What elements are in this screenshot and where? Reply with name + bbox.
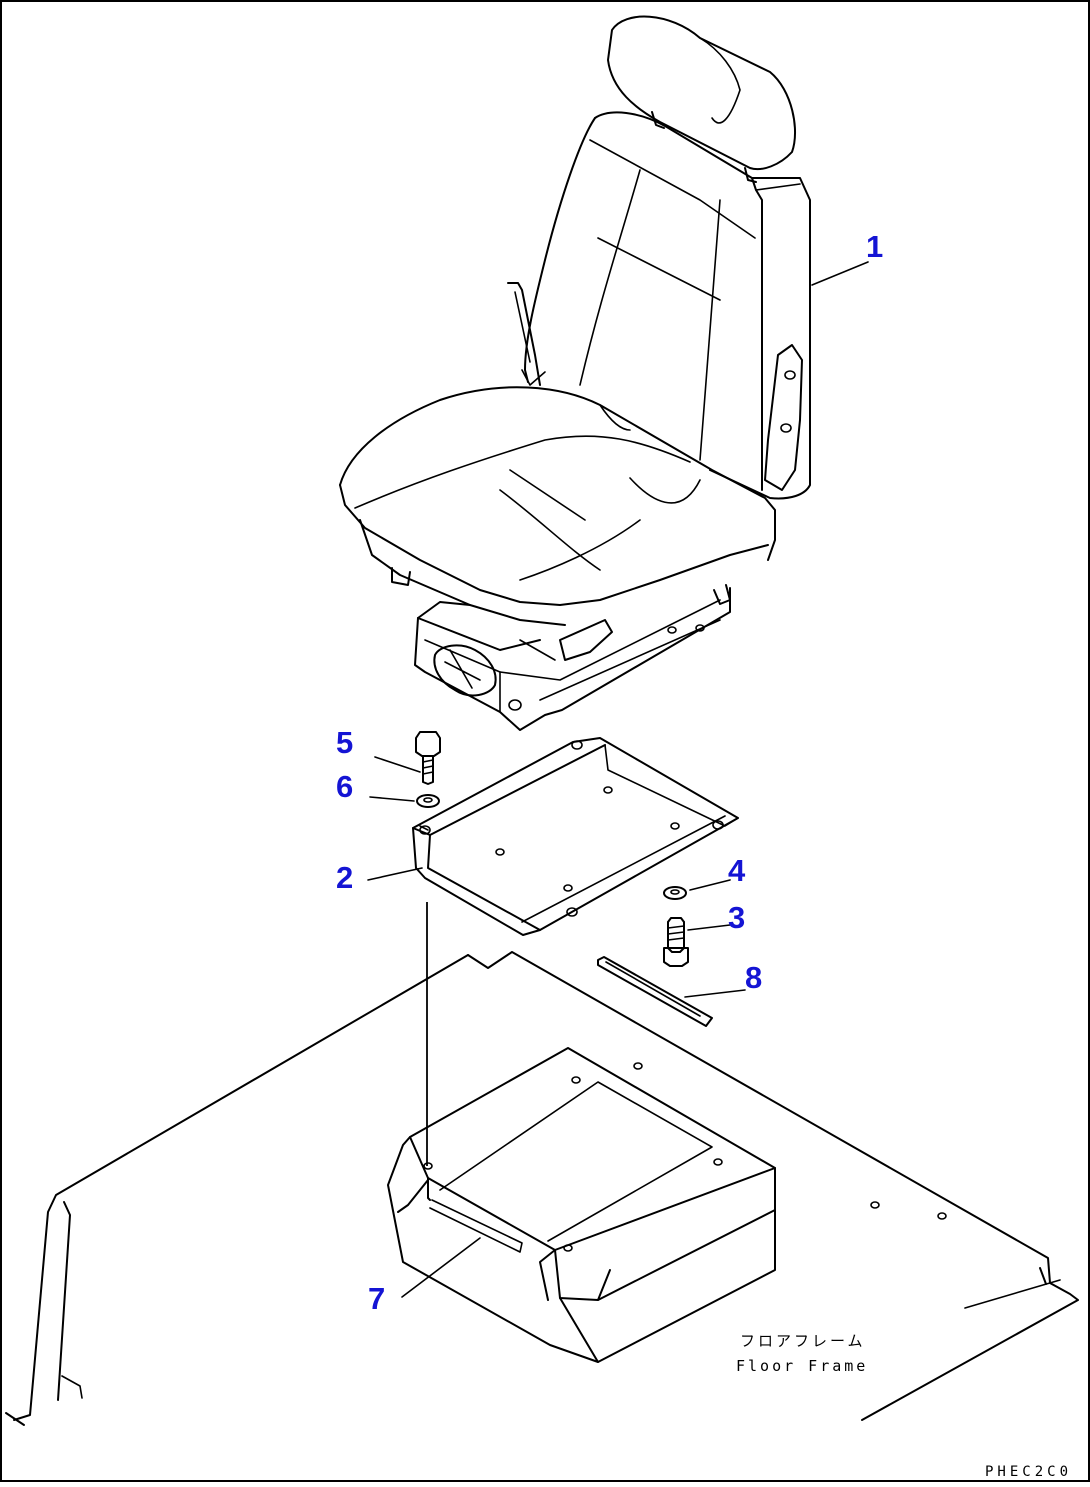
seat-bracket <box>412 737 739 936</box>
callout-4: 4 <box>728 853 746 888</box>
bolt-3 <box>663 917 689 967</box>
leader-5 <box>374 756 421 773</box>
washer-6 <box>416 794 440 808</box>
callout-2: 2 <box>336 860 353 895</box>
callout-5: 5 <box>336 725 353 760</box>
leader-lines <box>367 261 869 1298</box>
floor-frame-caption-en: Floor Frame <box>736 1357 868 1375</box>
callout-7: 7 <box>368 1281 385 1316</box>
callout-8: 8 <box>745 960 762 995</box>
leader-2 <box>367 867 423 881</box>
leader-7 <box>401 1237 481 1298</box>
leader-6 <box>369 796 415 802</box>
bolt-5 <box>415 731 441 785</box>
seat-rail <box>597 956 713 1027</box>
floor-frame <box>5 951 1079 1426</box>
seat-stand <box>387 1047 776 1363</box>
leader-4 <box>689 879 731 891</box>
callout-3: 3 <box>728 900 745 935</box>
callout-1: 1 <box>866 229 883 264</box>
leader-3 <box>687 924 731 931</box>
operator-seat <box>339 15 811 731</box>
leader-8 <box>684 989 746 998</box>
floor-frame-caption-jp: フロアフレーム <box>740 1332 866 1350</box>
callout-6: 6 <box>336 769 353 804</box>
washer-4 <box>663 886 687 900</box>
drawing-code: PHEC2C0 <box>985 1464 1072 1480</box>
leader-1 <box>811 261 869 286</box>
